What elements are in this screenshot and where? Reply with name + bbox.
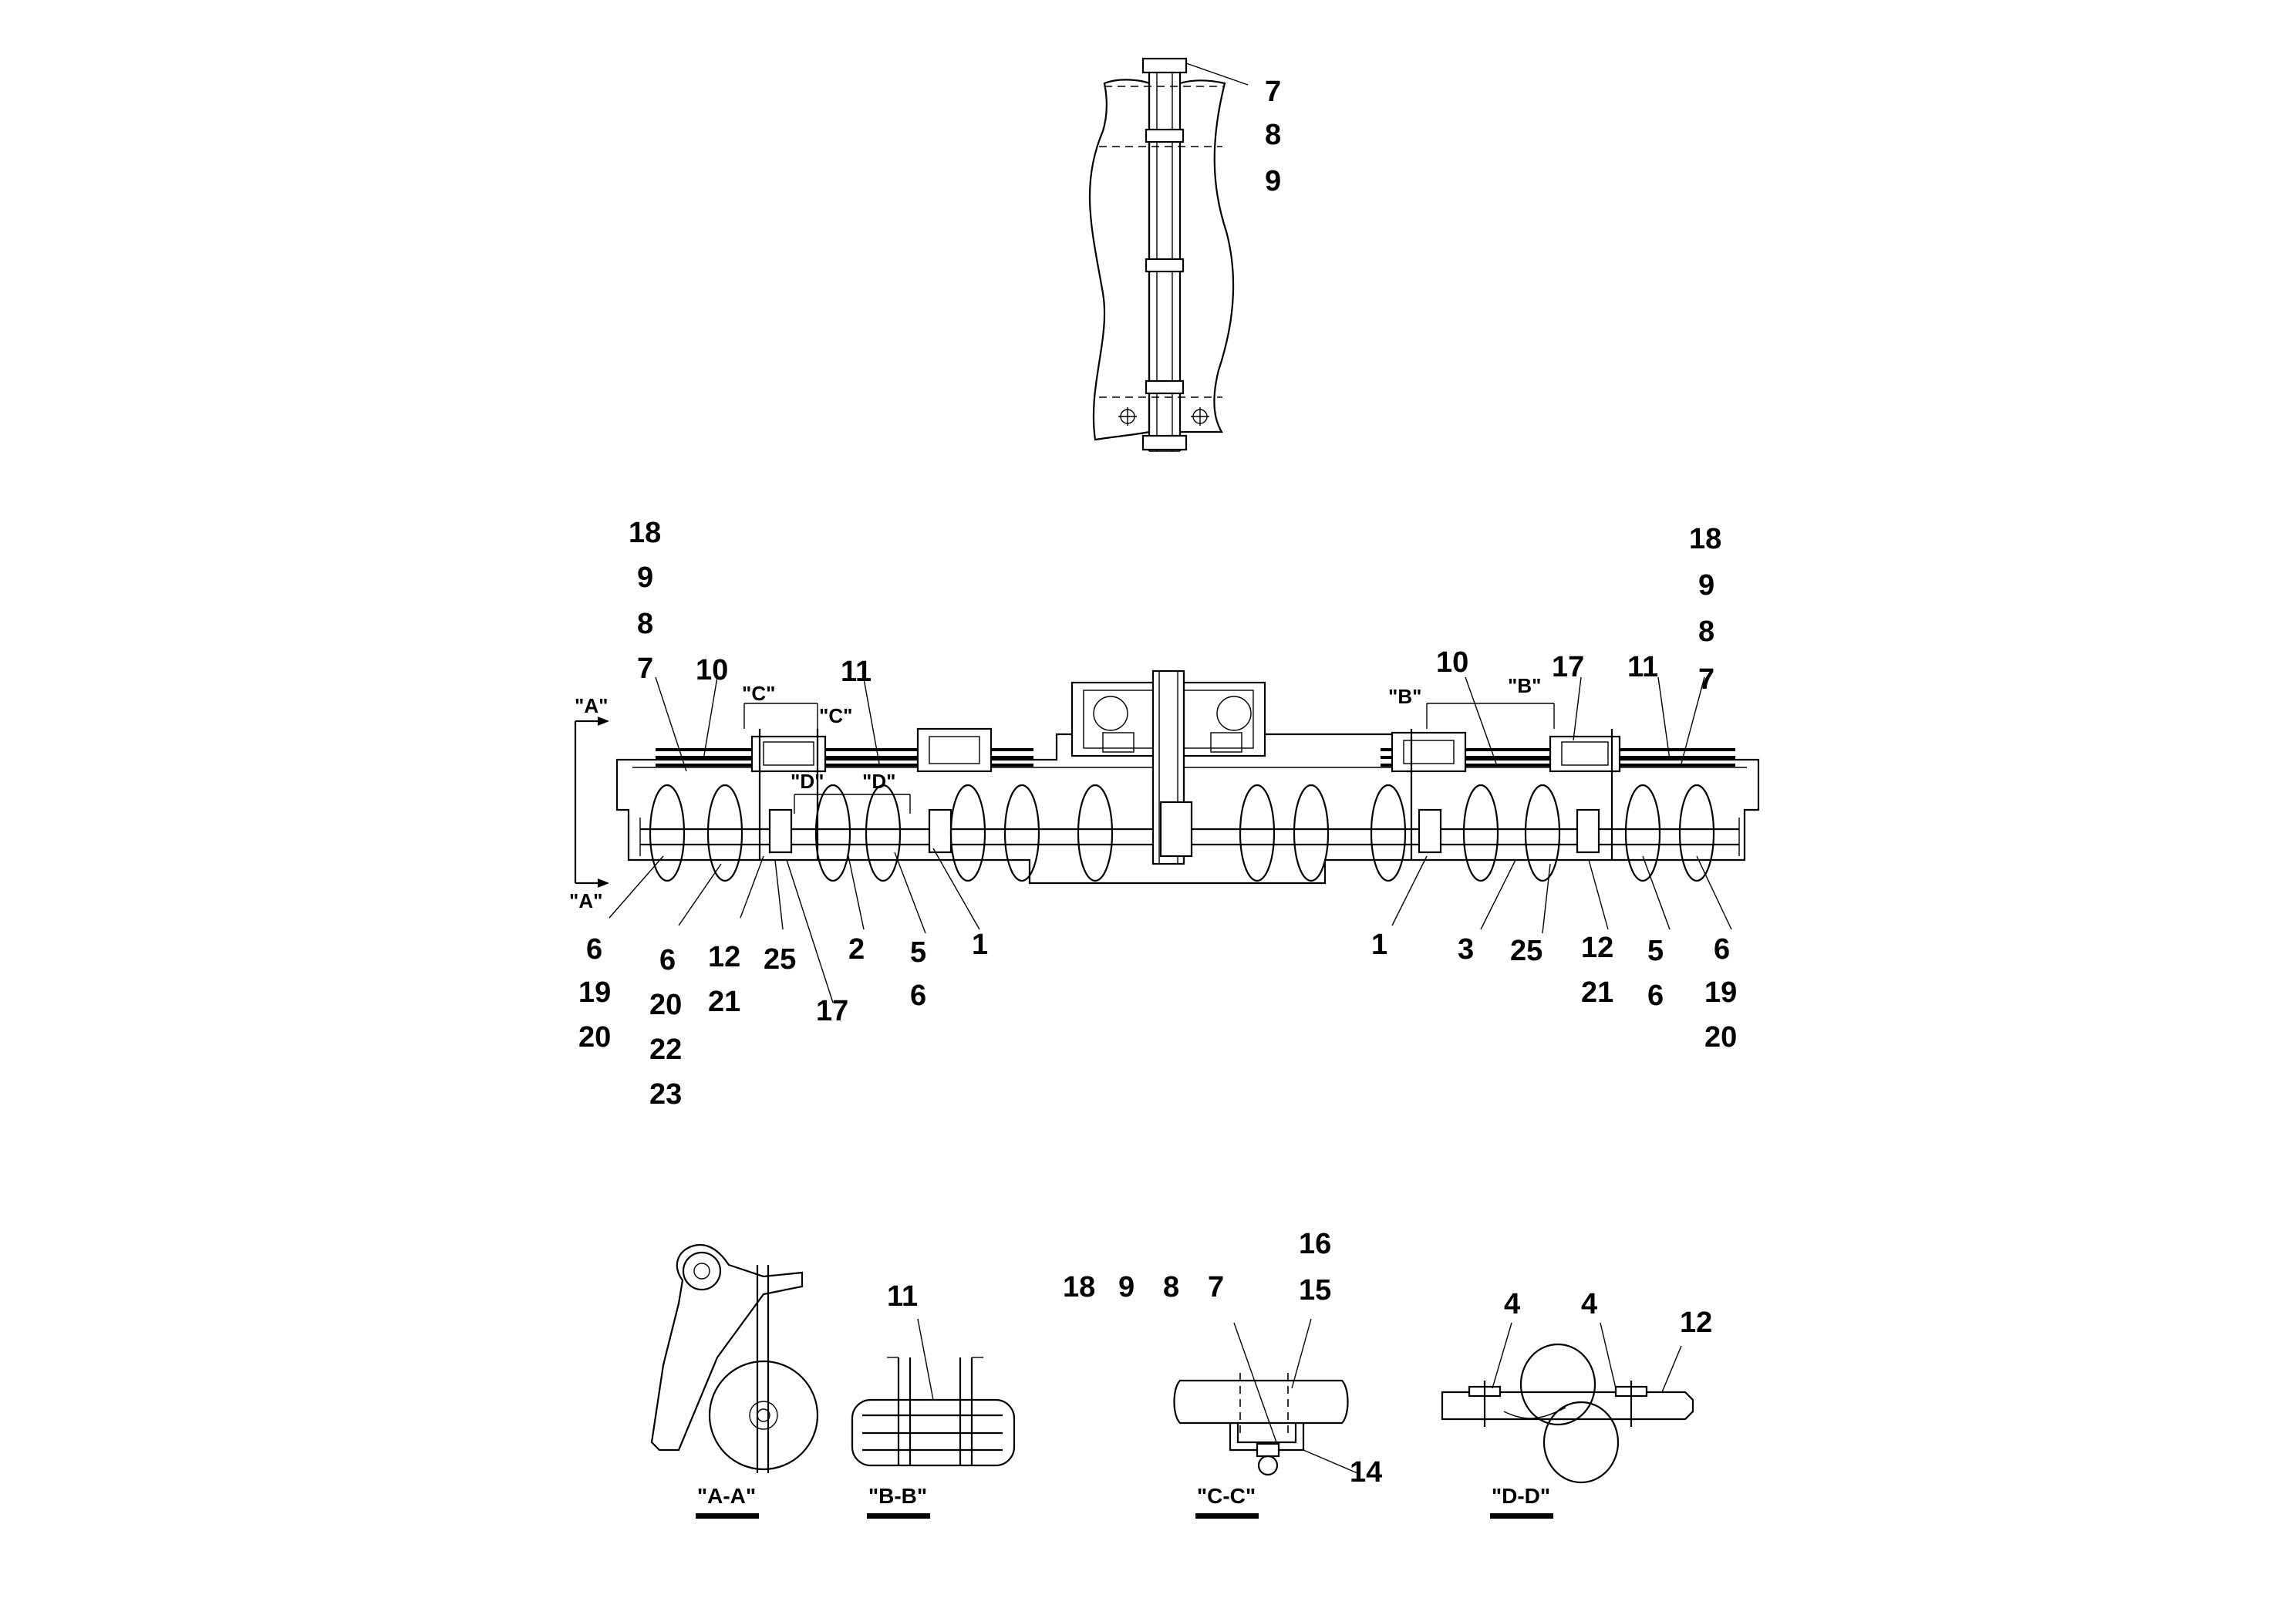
callout-bl-17: 17	[816, 995, 849, 1027]
callout-br-3: 3	[1458, 933, 1475, 966]
callout-detail-11: 11	[887, 1280, 919, 1313]
callout-detail-8: 8	[1163, 1271, 1180, 1303]
callout-top-7: 7	[1265, 76, 1282, 108]
callout-detail-14: 14	[1350, 1456, 1383, 1489]
callout-upper-17-right: 17	[1552, 651, 1585, 683]
callout-bl-12: 12	[708, 941, 741, 973]
section-marker-d-left: "D"	[791, 770, 824, 793]
callout-br-5: 5	[1647, 935, 1664, 967]
callout-bl-19: 19	[578, 976, 612, 1009]
callout-detail-15: 15	[1299, 1274, 1332, 1307]
section-marker-a-bottom: "A"	[569, 889, 603, 912]
callout-left-18: 18	[629, 517, 662, 549]
callout-detail-16: 16	[1299, 1228, 1332, 1260]
section-title-c-c: "C-C"	[1196, 1484, 1256, 1508]
callout-detail-18: 18	[1063, 1271, 1096, 1303]
callout-right-9: 9	[1698, 569, 1715, 602]
callout-br-12: 12	[1581, 932, 1614, 964]
section-title-a-a: "A-A"	[696, 1484, 757, 1508]
callout-right-18: 18	[1689, 523, 1722, 555]
section-a-a	[650, 1243, 819, 1473]
callout-left-8: 8	[637, 608, 654, 640]
callout-bl-6c: 6	[910, 980, 927, 1012]
callout-bl-25: 25	[764, 943, 797, 976]
section-marker-c-right: "C"	[819, 704, 853, 727]
callout-detail-4a: 4	[1504, 1288, 1521, 1320]
section-title-b-b: "B-B"	[868, 1484, 928, 1508]
disc-blades	[649, 784, 1715, 882]
section-marker-b-left: "B"	[1388, 685, 1422, 708]
callout-br-6b: 6	[1714, 933, 1731, 966]
callout-br-21: 21	[1581, 976, 1614, 1009]
callout-upper-10-right: 10	[1436, 646, 1469, 679]
top-tube-detail	[1088, 57, 1249, 452]
callout-br-1: 1	[1371, 929, 1388, 961]
callout-bl-2: 2	[848, 933, 865, 966]
callout-upper-11-right: 11	[1627, 651, 1659, 683]
section-d-d	[1441, 1322, 1694, 1484]
callout-detail-12: 12	[1680, 1307, 1713, 1339]
callout-right-7: 7	[1698, 663, 1715, 696]
section-c-c	[1173, 1318, 1358, 1476]
section-marker-a-top: "A"	[575, 694, 609, 717]
section-marker-c-left: "C"	[742, 682, 776, 705]
callout-br-20: 20	[1704, 1021, 1738, 1054]
section-title-a-a-underline	[696, 1513, 759, 1519]
callout-bl-21: 21	[708, 986, 741, 1018]
callout-upper-11-left: 11	[841, 656, 872, 688]
callout-right-8: 8	[1698, 615, 1715, 648]
callout-top-9: 9	[1265, 165, 1282, 197]
callout-top-8: 8	[1265, 119, 1282, 151]
callout-bl-23: 23	[649, 1078, 683, 1111]
section-title-d-d-underline	[1490, 1513, 1553, 1519]
section-marker-d-right: "D"	[862, 770, 896, 793]
callout-bl-5: 5	[910, 936, 927, 969]
callout-br-19: 19	[1704, 976, 1738, 1009]
section-title-b-b-underline	[867, 1513, 930, 1519]
callout-left-7: 7	[637, 653, 654, 685]
callout-detail-4b: 4	[1581, 1288, 1598, 1320]
callout-br-25: 25	[1510, 935, 1543, 967]
callout-bl-6b: 6	[659, 944, 676, 976]
callout-detail-7: 7	[1208, 1271, 1225, 1303]
callout-bl-22: 22	[649, 1034, 683, 1066]
section-title-d-d: "D-D"	[1491, 1484, 1551, 1508]
callout-br-6a: 6	[1647, 980, 1664, 1012]
callout-bl-20b: 20	[649, 989, 683, 1021]
main-assembly-view	[574, 669, 1760, 1003]
callout-detail-9: 9	[1118, 1271, 1135, 1303]
callout-upper-10-left: 10	[696, 654, 729, 686]
section-title-c-c-underline	[1195, 1513, 1259, 1519]
callout-bl-1: 1	[972, 929, 989, 961]
section-b-b	[851, 1318, 1016, 1467]
section-marker-b-right: "B"	[1508, 674, 1542, 697]
callout-bl-20a: 20	[578, 1021, 612, 1054]
callout-left-9: 9	[637, 561, 654, 594]
callout-bl-6a: 6	[586, 933, 603, 966]
